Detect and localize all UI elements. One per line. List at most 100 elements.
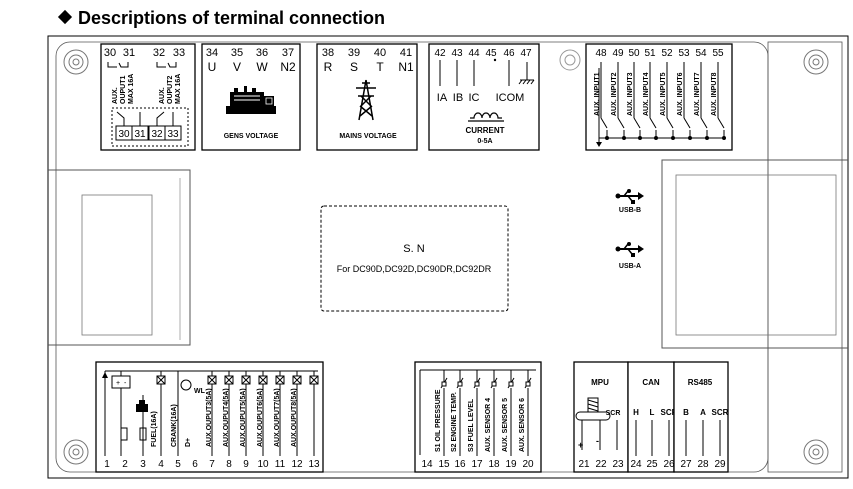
terminal-53: 53 <box>678 48 690 59</box>
sensor-icon <box>474 381 480 387</box>
warning-lamp-icon <box>180 379 192 391</box>
terminal-33: 33 <box>173 47 185 59</box>
sensor-icon <box>457 381 463 387</box>
terminal-51: 51 <box>644 48 656 59</box>
terminal-3: 3 <box>140 459 146 470</box>
power-output-label: AUX.OUPUT6(5A) <box>257 388 264 447</box>
current-input: IC <box>469 92 480 104</box>
terminal-5: 5 <box>175 459 181 470</box>
mains-phase: T <box>376 60 384 74</box>
relay-out2-line1: AUX. <box>159 87 166 104</box>
usb-b-port: USB-B <box>615 189 644 214</box>
mains-phase: N1 <box>398 60 414 74</box>
title-text: Descriptions of terminal connection <box>78 8 386 28</box>
right-cutout-inner <box>675 174 837 336</box>
arrow-up-icon <box>102 372 108 378</box>
terminal-9: 9 <box>243 459 249 470</box>
usb-b-label: USB-B <box>619 207 641 214</box>
terminal-6: 6 <box>192 459 198 470</box>
power-output-label: D+ <box>185 438 192 447</box>
nc-dot <box>493 58 497 62</box>
terminal-27: 27 <box>680 459 692 470</box>
sensor-label: S2 ENGINE TEMP. <box>451 392 458 452</box>
can-label: CAN <box>642 378 660 387</box>
terminal-36: 36 <box>256 47 268 59</box>
board-outline-right <box>767 41 843 473</box>
current-input: IB <box>453 92 463 104</box>
wl-label: WL <box>194 388 206 395</box>
panel-outline <box>47 35 849 479</box>
serial-label: S. N <box>403 243 424 255</box>
current-input: ICOM <box>496 92 525 104</box>
aux-input-label: AUX. INPUT5 <box>660 72 667 116</box>
terminal-10: 10 <box>257 459 269 470</box>
sensor-label: S1 OIL PRESSURE <box>435 389 442 452</box>
sensor-icon <box>508 381 514 387</box>
power-output-label: AUX.OUPUT5(5A) <box>240 388 247 447</box>
relay-box-number: 30 <box>118 129 130 140</box>
emergency-stop-icon <box>136 400 148 412</box>
gens-phase: U <box>208 60 217 74</box>
relay-box-number: 31 <box>134 129 146 140</box>
relay-out1-line2: OUPUT1 <box>120 76 127 105</box>
rs485-pin: A <box>700 408 706 417</box>
terminal-23: 23 <box>612 459 624 470</box>
terminal-2: 2 <box>122 459 128 470</box>
terminal-37: 37 <box>282 47 294 59</box>
terminal-14: 14 <box>421 459 433 470</box>
coil-icon <box>468 112 504 122</box>
sensor-label: AUX. SENSOR 4 <box>485 398 492 452</box>
rs485-pin: SCR <box>712 408 729 417</box>
power-output-label: AUX.OUPUT8(5A) <box>291 388 298 447</box>
left-cutout <box>48 169 191 346</box>
mounting-hole-tr <box>803 49 829 75</box>
terminal-20: 20 <box>522 459 534 470</box>
current-range: 0-5A <box>477 138 492 145</box>
sensor-probe-icon <box>575 397 611 450</box>
terminal-31: 31 <box>123 47 135 59</box>
sensor-icon <box>441 381 447 387</box>
terminal-24: 24 <box>630 459 642 470</box>
aux-input-label: AUX. INPUT8 <box>711 72 718 116</box>
usb-b-icon <box>615 189 644 204</box>
terminal-12: 12 <box>291 459 303 470</box>
terminal-47: 47 <box>520 48 532 59</box>
current-input: IA <box>437 92 448 104</box>
terminal-16: 16 <box>454 459 466 470</box>
terminal-30: 30 <box>104 47 116 59</box>
arrow-down-icon <box>596 142 602 147</box>
terminal-49: 49 <box>612 48 624 59</box>
can-pin: SCR <box>661 408 678 417</box>
mpu-scr: SCR <box>606 410 621 417</box>
terminal-29: 29 <box>714 459 726 470</box>
mounting-hole-tl <box>63 49 89 75</box>
terminal-21: 21 <box>578 459 590 470</box>
can-pin: H <box>633 408 639 417</box>
relay-out2-line3: MAX 16A <box>175 74 182 104</box>
right-cutout <box>661 159 848 349</box>
mpu-plus: + <box>578 440 583 450</box>
left-cutout-inner <box>81 194 153 336</box>
gens-phase: W <box>256 60 268 74</box>
usb-a-label: USB-A <box>619 263 641 270</box>
serial-box <box>320 205 509 312</box>
mains-phase: R <box>324 60 333 74</box>
aux-input-label: AUX. INPUT1 <box>594 72 601 116</box>
usb-a-port: USB-A <box>615 242 644 270</box>
terminal-13: 13 <box>308 459 320 470</box>
sensor-icon <box>491 381 497 387</box>
terminal-43: 43 <box>451 48 463 59</box>
relay-out1-line3: MAX 16A <box>128 74 135 104</box>
terminal-4: 4 <box>158 459 164 470</box>
generator-icon <box>226 86 276 114</box>
aux-input-label: AUX. INPUT7 <box>694 72 701 116</box>
terminal-22: 22 <box>595 459 607 470</box>
terminal-32: 32 <box>153 47 165 59</box>
